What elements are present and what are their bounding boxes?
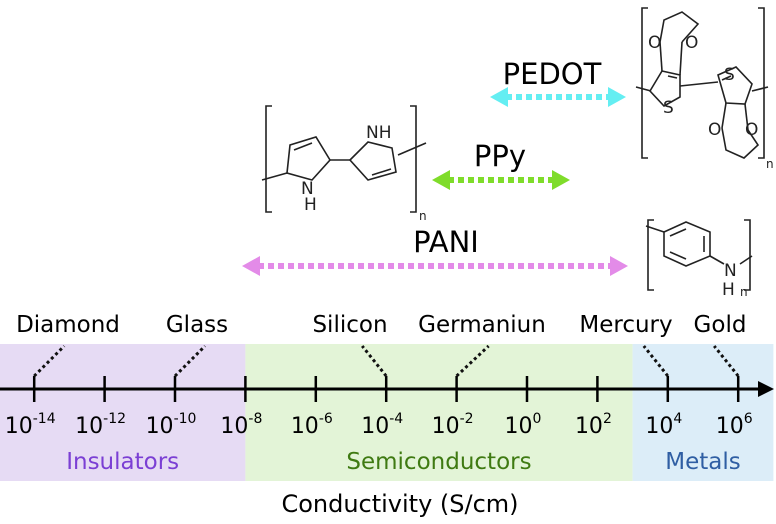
material-label-silicon: Silicon [312, 312, 387, 338]
material-markers: Diamond Glass Silicon Germaniun Mercury Gold [16, 312, 747, 378]
ppy-atom-labels: NH N H n [301, 123, 427, 223]
region-label-insulators: Insulators [66, 449, 179, 475]
ppy-h-lower: H [304, 195, 317, 215]
material-leader [173, 344, 207, 378]
material-label-glass: Glass [166, 312, 228, 338]
conductivity-axis: 10-14 10-12 10-10 10-8 10-6 10-4 10-2 100 102 104… [0, 376, 774, 439]
material-leader [455, 344, 490, 378]
axis-tick-label: 106 [716, 411, 753, 439]
pedot-atom-labels: O O O O S S n [648, 33, 774, 171]
material-label-gold: Gold [694, 312, 747, 338]
polymer-arrowhead-left [490, 87, 508, 107]
polymer-arrowhead-left [432, 170, 450, 190]
polymer-label-pedot: PEDOT [503, 57, 602, 91]
polymer-arrowhead-left [242, 256, 260, 276]
ppy-nh-upper: NH [366, 123, 392, 143]
axis-tick-label: 10-14 [5, 411, 56, 439]
axis-title: Conductivity (S/cm) [281, 490, 518, 518]
material-leader [361, 345, 388, 377]
region-insulators [0, 344, 246, 481]
polymer-label-ppy: PPy [474, 139, 526, 173]
pedot-subscript-n: n [766, 157, 774, 171]
ppy-subscript-n: n [419, 209, 427, 223]
pani-hydrogen: H [722, 280, 735, 300]
polymer-arrowhead-right [608, 87, 626, 107]
pedot-oxygen-4: O [745, 120, 758, 140]
pani-atom-labels: N H n [722, 261, 748, 300]
axis-tick-label: 102 [575, 411, 612, 439]
axis-tick-label: 10-6 [291, 411, 333, 439]
pani-nitrogen: N [724, 261, 737, 281]
ppy-n-lower: N [301, 179, 314, 199]
axis-tick-label: 10-4 [361, 411, 403, 439]
axis-tick-label: 10-2 [432, 411, 474, 439]
material-leader [33, 344, 66, 378]
pedot-structure [635, 7, 769, 159]
material-leader [713, 345, 740, 377]
conductivity-regions: Insulators Semiconductors Metals [0, 344, 774, 481]
material-label-mercury: Mercury [579, 312, 672, 338]
polymer-arrowhead-right [552, 170, 570, 190]
pedot-oxygen-2: O [685, 33, 698, 53]
axis-tick-label: 10-10 [146, 411, 197, 439]
axis-tick-label: 100 [505, 411, 542, 439]
pedot-oxygen-3: O [708, 120, 721, 140]
axis-tick-label: 10-12 [75, 411, 126, 439]
region-label-metals: Metals [665, 449, 740, 475]
polymer-label-pani: PANI [413, 225, 479, 259]
pedot-sulfur-2: S [724, 65, 735, 85]
pedot-oxygen-1: O [648, 33, 661, 53]
ppy-structure [261, 105, 427, 213]
material-label-diamond: Diamond [16, 312, 120, 338]
material-leader [642, 345, 669, 377]
axis-arrowhead [758, 381, 774, 397]
material-label-germaniun: Germaniun [418, 312, 546, 338]
region-semiconductors [245, 344, 633, 481]
axis-tick-label: 10-8 [220, 411, 262, 439]
pani-structure [645, 219, 753, 291]
region-metals [632, 344, 774, 481]
polymer-arrowhead-right [610, 256, 628, 276]
pedot-sulfur-1: S [663, 98, 674, 118]
pani-subscript-n: n [740, 285, 748, 299]
region-label-semiconductors: Semiconductors [346, 449, 531, 475]
axis-tick-label: 104 [645, 411, 682, 439]
